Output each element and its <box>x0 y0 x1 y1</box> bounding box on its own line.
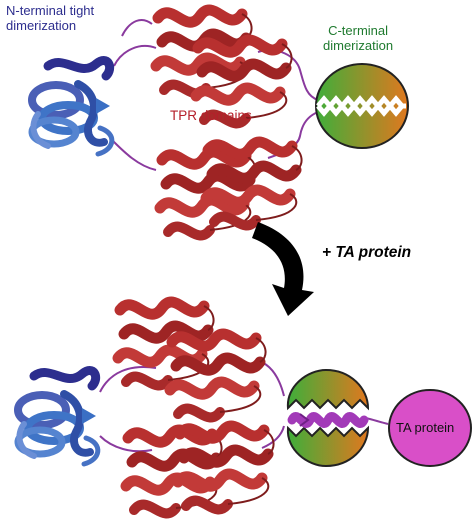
plus-ta-protein-label: + TA protein <box>322 244 412 261</box>
n-terminal-domain-bottom <box>18 371 98 464</box>
c-terminal-dimer-top <box>315 63 409 149</box>
top-complex <box>32 10 409 235</box>
n-terminal-domain-top <box>32 61 112 154</box>
c-terminal-label: C-terminal dimerization <box>323 23 394 53</box>
ta-protein-oval <box>388 389 472 467</box>
ta-helix <box>287 412 369 428</box>
curved-arrow-icon <box>252 222 314 316</box>
tpr-domain-bottom-upper-2 <box>170 334 266 417</box>
c-terminal-dimer-bottom <box>286 368 370 468</box>
tpr-domains-label: TPR domains <box>170 108 252 123</box>
n-terminal-label: N-terminal tight dimerization <box>6 3 95 33</box>
bottom-complex <box>18 302 472 513</box>
ta-protein-label: TA protein <box>396 420 455 435</box>
